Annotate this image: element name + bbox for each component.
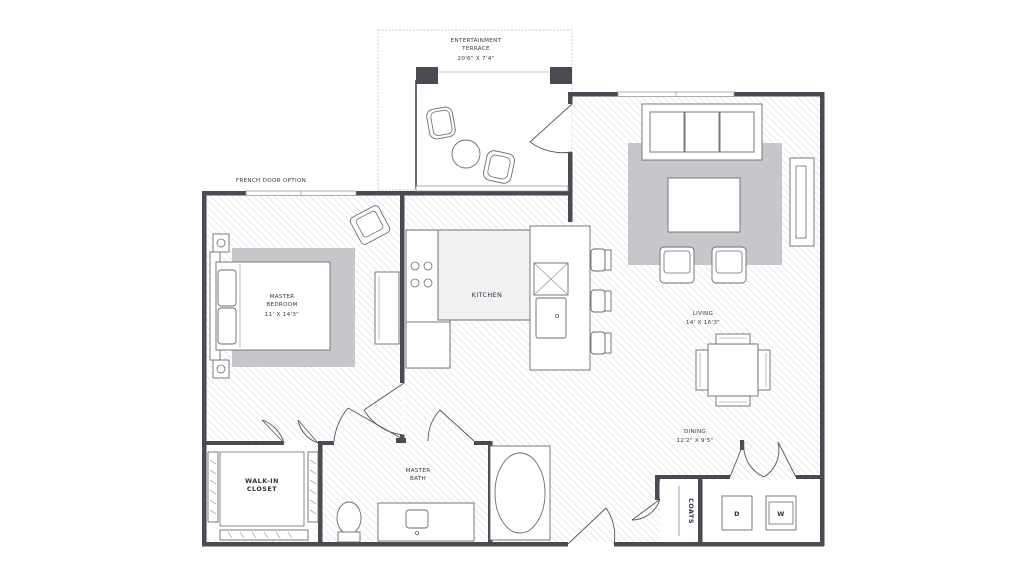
terrace-chair [426,106,456,140]
living-label: LIVING [693,311,714,317]
coats-label: COATS [687,498,695,524]
dryer-label: D [734,510,740,518]
living-dimensions: 14' X 16'3" [686,320,720,326]
fridge [405,321,451,369]
tv-console [789,157,815,247]
kitchen-island [529,225,591,371]
bedroom-label-2: BEDROOM [266,302,297,308]
closet-label: WALK-IN [245,477,279,485]
bath-label: MASTER [406,468,431,474]
kitchen-sink [535,297,567,339]
doors [261,103,797,545]
laundry [703,480,819,542]
coffee-table [667,177,741,233]
armchairs [659,246,747,284]
terrace-window [415,185,569,192]
bedroom-chair [349,205,391,245]
bath-label-2: BATH [410,476,426,482]
terrace-table [451,139,481,169]
bath-vanity [377,502,475,542]
dining-label: DINING [684,429,706,435]
sofa [641,103,763,161]
dining-set [695,333,771,407]
closet-label-2: CLOSET [247,485,277,493]
terrace-label: ENTERTAINMENT [451,38,502,44]
dining-dimensions: 12'2" X 9'5" [676,438,713,444]
dryer [721,495,753,531]
bed [209,233,331,379]
bedroom-dimensions: 11' X 14'3" [265,312,299,318]
terrace-column-left [416,67,438,84]
bar-stools [590,248,612,355]
toilet [336,501,362,543]
terrace-dimensions: 20'6" X 7'4" [457,56,494,62]
french-door-label: FRENCH DOOR OPTION [236,178,306,184]
dresser [374,271,400,345]
terrace-column-right [550,67,572,84]
stove [410,261,433,288]
terrace-label-2: TERRACE [461,46,490,52]
kitchen-label: KITCHEN [472,291,503,299]
terrace: ENTERTAINMENT TERRACE 20'6" X 7'4" [377,29,573,191]
walk-in-closet [207,447,319,541]
washer-label: W [777,510,785,518]
bedroom-label: MASTER [270,294,295,300]
bathtub [489,445,551,541]
terrace-chair [483,150,515,184]
